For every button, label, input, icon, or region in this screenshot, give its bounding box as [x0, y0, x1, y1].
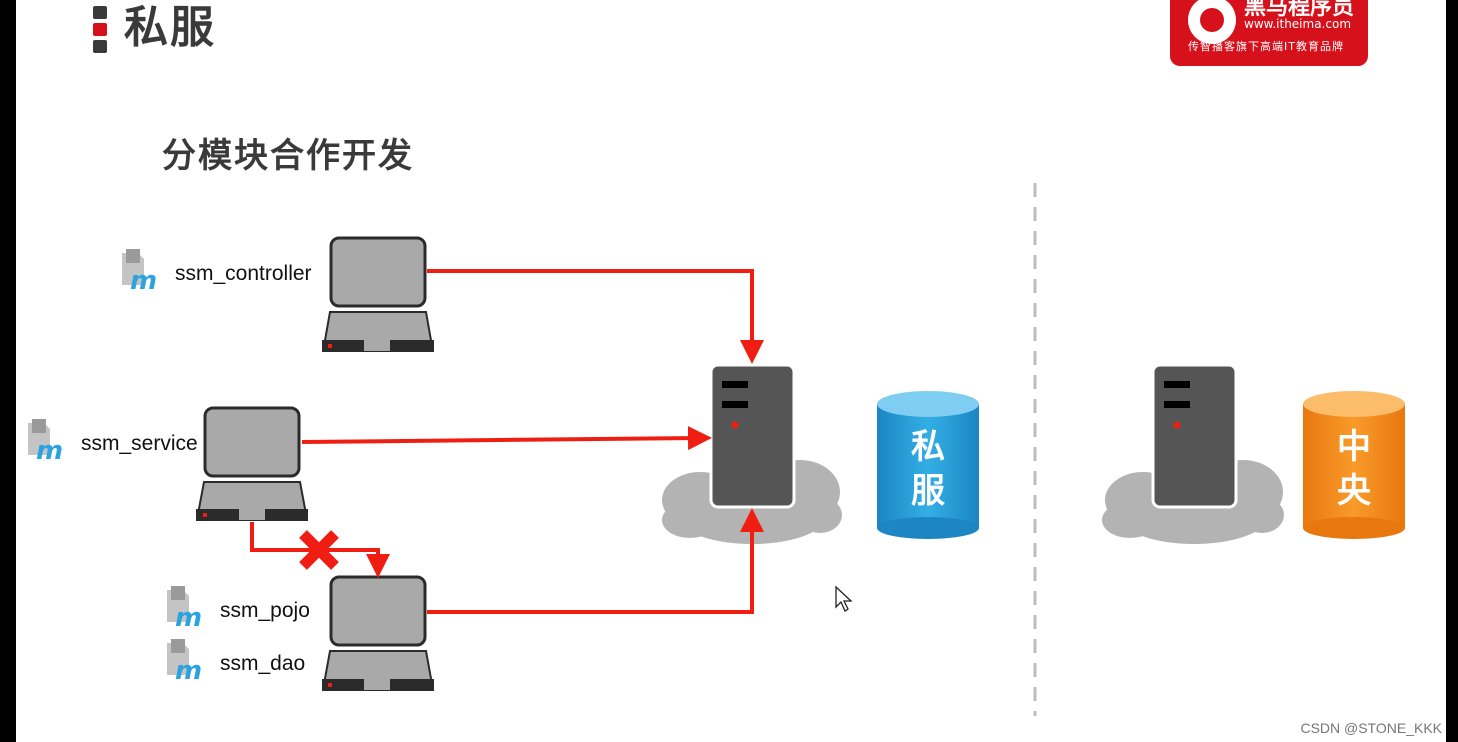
- module-label-service: ssm_service: [81, 432, 198, 455]
- svg-text:m: m: [130, 266, 157, 293]
- slide-subtitle: 分模块合作开发: [162, 136, 414, 176]
- logo-url: www.itheima.com: [1244, 17, 1352, 31]
- svg-text:m: m: [175, 656, 202, 683]
- central-repo-label-line1: 中: [1337, 427, 1371, 467]
- laptop-pojo-dao-icon: [322, 575, 434, 691]
- module-label-controller: ssm_controller: [175, 262, 312, 285]
- central-repo-cylinder-icon: [1303, 391, 1405, 539]
- logo-name: 黑马程序员: [1244, 0, 1355, 20]
- laptop-service-icon: [196, 406, 308, 521]
- module-label-pojo: ssm_pojo: [220, 599, 310, 622]
- horse-logo-icon: [1188, 0, 1236, 44]
- blocked-x-icon: [299, 530, 339, 570]
- right-black-border: [1446, 0, 1458, 742]
- watermark: CSDN @STONE_KKK: [1300, 720, 1442, 736]
- central-server-icon: [1151, 363, 1238, 509]
- svg-text:m: m: [175, 603, 202, 630]
- arrow-pojo-to-private: [427, 508, 764, 614]
- central-repo-label-line2: 央: [1337, 471, 1371, 511]
- left-black-border: [0, 0, 16, 742]
- brand-logo: 黑马程序员 www.itheima.com 传智播客旗下高端IT教育品牌: [1170, 0, 1368, 66]
- private-server-icon: [709, 363, 796, 509]
- maven-module-icon: m: [28, 419, 63, 463]
- arrow-service-to-private: [301, 426, 712, 451]
- maven-module-icon: m: [167, 639, 202, 683]
- private-repo-label-line2: 服: [911, 471, 945, 511]
- bullet-3: [93, 40, 107, 53]
- mouse-cursor-icon: [835, 585, 853, 612]
- arrow-controller-to-private: [427, 269, 764, 364]
- laptop-controller-icon: [322, 236, 434, 352]
- bullet-2: [93, 23, 107, 36]
- logo-slogan: 传智播客旗下高端IT教育品牌: [1188, 40, 1344, 53]
- module-label-dao: ssm_dao: [220, 652, 306, 675]
- private-repo-cylinder-icon: [877, 391, 979, 539]
- title-bullets: [93, 6, 107, 57]
- maven-module-icon: m: [122, 249, 157, 293]
- page-title: 私服: [124, 2, 216, 53]
- bullet-1: [93, 6, 107, 19]
- svg-text:m: m: [36, 436, 63, 463]
- maven-module-icon: m: [167, 586, 202, 630]
- private-repo-label-line1: 私: [911, 427, 945, 467]
